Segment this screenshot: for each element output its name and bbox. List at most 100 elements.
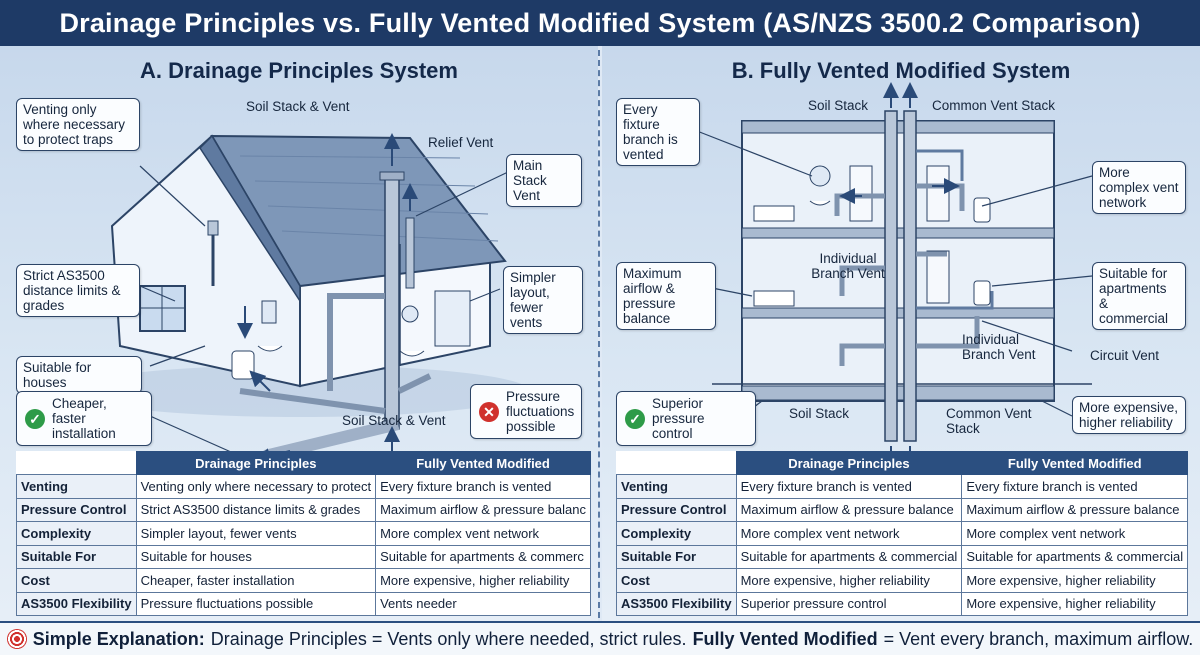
- cell: Simpler layout, fewer vents: [135, 521, 377, 546]
- page-title: Drainage Principles vs. Fully Vented Mod…: [0, 0, 1200, 46]
- sewer-pipe: [263, 418, 400, 462]
- cell: More complex vent network: [961, 521, 1189, 546]
- check-icon: ✓: [25, 408, 45, 429]
- soil-stack-pipe: [884, 110, 898, 442]
- table-a-header-1: Drainage Principles: [135, 451, 377, 475]
- footer-part1: Drainage Principles = Vents only where n…: [210, 628, 687, 649]
- cell: Suitable for apartments & commercial: [735, 544, 963, 569]
- table-b-header-1: Drainage Principles: [735, 451, 963, 475]
- comparison-table-a: Drainage Principles Fully Vented Modifie…: [16, 451, 591, 616]
- small-vent: [207, 220, 219, 236]
- cell: More expensive, higher reliability: [375, 568, 591, 593]
- label-relief-vent: Relief Vent: [428, 135, 494, 150]
- roof-slab: [741, 120, 1055, 134]
- branch-pipe-a: [327, 293, 385, 391]
- callout-pressure-fluctuations: ✕ Pressure fluctuations possible: [470, 384, 582, 439]
- row-label: Complexity: [16, 521, 137, 546]
- toilet: [973, 197, 991, 223]
- row-label: AS3500 Flexibility: [616, 591, 737, 616]
- row-label: Cost: [16, 568, 137, 593]
- callout-apartments: Suitable for apartments & commercial: [1092, 262, 1186, 330]
- cell: Suitable for apartments & commerc: [375, 544, 591, 569]
- row-label: Pressure Control: [616, 497, 737, 522]
- callout-every-fixture: Every fixture branch is vented: [616, 98, 700, 166]
- row-label: Pressure Control: [16, 497, 137, 522]
- label-individual-branch-vent-1: Individual Branch Vent: [811, 251, 885, 281]
- cell: Every fixture branch is vented: [735, 474, 963, 499]
- row-label: AS3500 Flexibility: [16, 591, 137, 616]
- row-label: Venting: [616, 474, 737, 499]
- ground-shadow: [70, 365, 530, 417]
- toilet: [973, 280, 991, 306]
- label-soil-stack-top: Soil Stack: [808, 98, 869, 113]
- callout-cheaper: ✓ Cheaper, faster installation: [16, 391, 152, 446]
- cell: More complex vent network: [375, 521, 591, 546]
- relief-vent-pipe: [405, 217, 415, 289]
- label-common-vent-stack-top: Common Vent Stack: [932, 98, 1056, 113]
- label-individual-branch-vent-2: Individual Branch Vent: [962, 332, 1036, 362]
- cell: Every fixture branch is vented: [375, 474, 591, 499]
- basin-a: [257, 345, 283, 352]
- row-label: Cost: [616, 568, 737, 593]
- building-illustration: [696, 82, 1093, 474]
- ground-slab: [741, 385, 1055, 401]
- callout-cheaper-text: Cheaper, faster installation: [52, 396, 116, 441]
- roof-edge: [199, 134, 301, 304]
- soil-stack-pipe: [384, 173, 400, 430]
- cell: Vents needer: [375, 591, 591, 616]
- label-soil-stack-bottom: Soil Stack: [789, 406, 850, 421]
- cell: Cheaper, faster installation: [135, 568, 377, 593]
- house-illustration: [70, 133, 530, 464]
- cell: Every fixture branch is vented: [961, 474, 1189, 499]
- check-icon: ✓: [625, 408, 645, 429]
- leader-lines-a: [139, 165, 509, 457]
- cross-icon: ✕: [479, 401, 499, 422]
- panel-b-title: B. Fully Vented Modified System: [731, 58, 1071, 83]
- cell: Maximum airflow & pressure balanc: [375, 497, 591, 522]
- callout-pressure-text: Pressure fluctuations possible: [506, 389, 575, 434]
- label-soil-stack-vent-bottom: Soil Stack & Vent: [342, 413, 446, 428]
- footer-lead: Simple Explanation:: [32, 628, 205, 649]
- cell: More expensive, higher reliability: [961, 568, 1189, 593]
- callout-suitable-houses: Suitable for houses: [16, 356, 142, 394]
- row-label: Venting: [16, 474, 137, 499]
- callout-simpler-layout: Simpler layout, fewer vents: [503, 266, 583, 334]
- callout-max-airflow: Maximum airflow & pressure balance: [616, 262, 716, 330]
- footer-explanation: Simple Explanation: Drainage Principles …: [0, 621, 1200, 655]
- callout-superior-text: Superior pressure control: [652, 396, 705, 441]
- table-a-header-2: Fully Vented Modified: [375, 451, 591, 475]
- cell: Suitable for houses: [135, 544, 377, 569]
- common-vent-stack-pipe: [903, 110, 917, 442]
- panel-drainage-principles: A. Drainage Principles System: [0, 46, 598, 621]
- panel-divider: [598, 50, 600, 618]
- door: [926, 250, 950, 304]
- basin: [809, 200, 831, 206]
- callout-venting: Venting only where necessary to protect …: [16, 98, 140, 151]
- panel-a-title: A. Drainage Principles System: [140, 58, 458, 83]
- row-label: Complexity: [616, 521, 737, 546]
- bathtub: [753, 205, 795, 222]
- building-outline: [741, 120, 1055, 402]
- table-row: Pressure Control Maximum airflow & pressu…: [616, 497, 1189, 522]
- toilet-a: [231, 350, 255, 380]
- cell: Pressure fluctuations possible: [135, 591, 377, 616]
- callout-strict-limits: Strict AS3500 distance limits & grades: [16, 264, 140, 317]
- cell: Maximum airflow & pressure balance: [961, 497, 1189, 522]
- footer-part2: = Vent every branch, maximum airflow.: [883, 628, 1194, 649]
- label-common-vent-stack-bottom: Common Vent Stack: [946, 406, 1032, 436]
- panel-fully-vented-modified: B. Fully Vented Modified System: [602, 46, 1200, 621]
- comparison-table-b: Drainage Principles Fully Vented Modifie…: [616, 451, 1189, 616]
- cell: Suitable for apartments & commercial: [961, 544, 1189, 569]
- target-icon: [6, 629, 27, 649]
- branch-vents: [834, 183, 980, 366]
